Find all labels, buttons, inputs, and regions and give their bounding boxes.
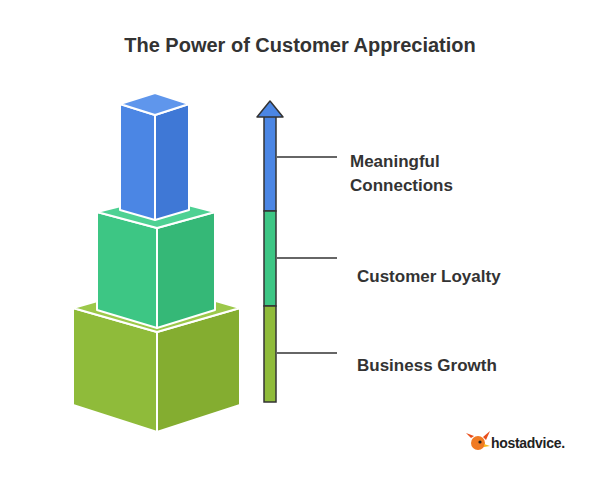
- growth-arrow: [257, 101, 283, 402]
- leader-lines: [277, 157, 337, 353]
- watermark: hostadvice.: [491, 435, 565, 451]
- diagram-title: The Power of Customer Appreciation: [0, 34, 600, 57]
- level-label: Business Growth: [357, 354, 497, 378]
- level-label: Customer Loyalty: [357, 265, 501, 289]
- level-label: Meaningful Connections: [350, 150, 475, 198]
- stacked-cubes: [73, 93, 240, 432]
- logo-icon: [466, 431, 490, 450]
